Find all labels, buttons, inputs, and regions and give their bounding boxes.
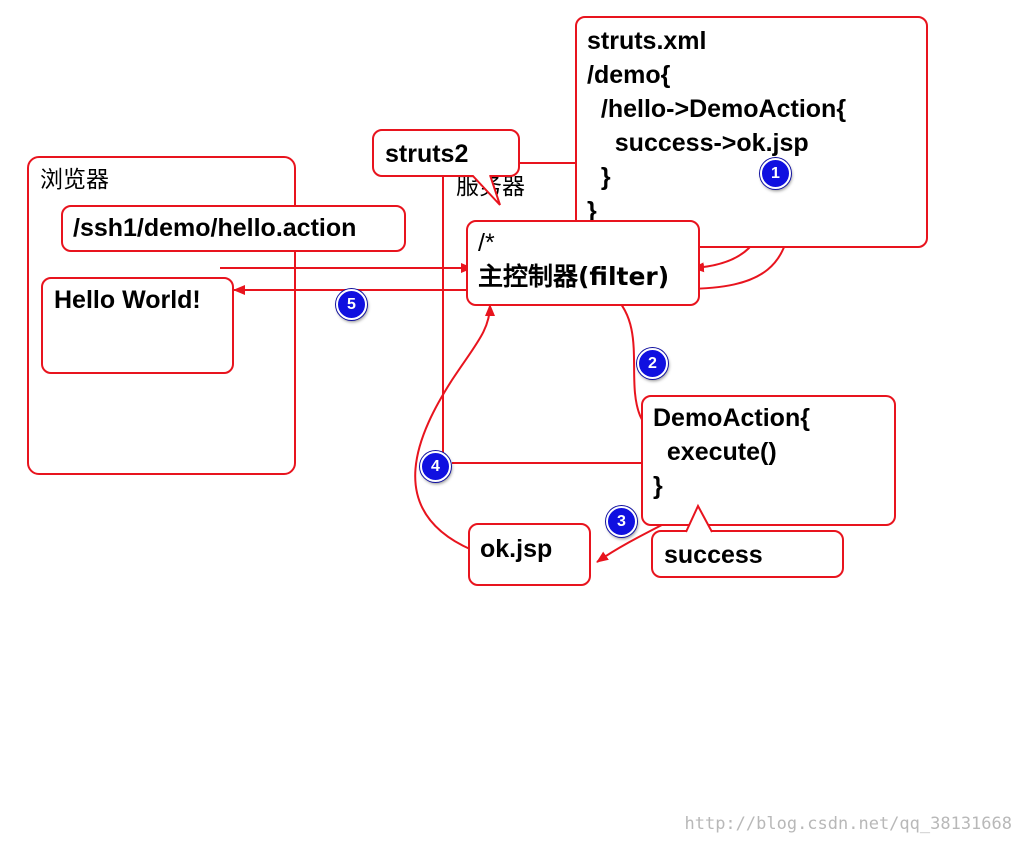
- struts-xml-box: [575, 16, 928, 248]
- config-line: /hello->DemoAction{: [587, 95, 847, 123]
- struts-xml-content: struts.xml /demo{ /hello->DemoAction{ su…: [587, 24, 846, 228]
- request-url: /ssh1/demo/hello.action: [73, 214, 357, 242]
- filter-label: 主控制器(filter): [478, 262, 670, 291]
- action-line: execute(): [653, 438, 777, 466]
- struts2-callout-pointer: [471, 175, 501, 206]
- struts2-label: struts2: [385, 140, 469, 168]
- action-line: DemoAction{: [653, 404, 810, 432]
- ok-jsp-box: [468, 523, 591, 586]
- demo-action-content: DemoAction{ execute() }: [653, 401, 810, 503]
- config-line: struts.xml: [587, 27, 707, 55]
- success-callout-pointer: [685, 503, 713, 534]
- demo-action-box: [641, 395, 896, 526]
- config-line: success->ok.jsp: [587, 129, 809, 157]
- step-badge-4: 4: [420, 451, 451, 482]
- filter-pattern: /*: [478, 229, 495, 257]
- config-line: }: [587, 163, 611, 191]
- step-badge-2: 2: [637, 348, 668, 379]
- filter-box: [466, 220, 700, 306]
- config-line: }: [587, 197, 597, 225]
- step-badge-1: 1: [760, 158, 791, 189]
- browser-output-box: [41, 277, 234, 374]
- action-line: }: [653, 472, 663, 500]
- request-url-box: [61, 205, 406, 252]
- browser-panel: [27, 156, 296, 475]
- success-label: success: [664, 541, 763, 569]
- browser-output: Hello World!: [54, 286, 201, 314]
- config-line: /demo{: [587, 61, 671, 89]
- step-badge-5: 5: [336, 289, 367, 320]
- watermark: http://blog.csdn.net/qq_38131668: [684, 814, 1012, 834]
- success-callout: [651, 530, 844, 578]
- struts2-callout: [372, 129, 520, 177]
- browser-title: 浏览器: [40, 167, 109, 193]
- step4-render-arrow: [414, 304, 495, 551]
- ok-jsp-label: ok.jsp: [480, 535, 553, 563]
- step-badge-3: 3: [606, 506, 637, 537]
